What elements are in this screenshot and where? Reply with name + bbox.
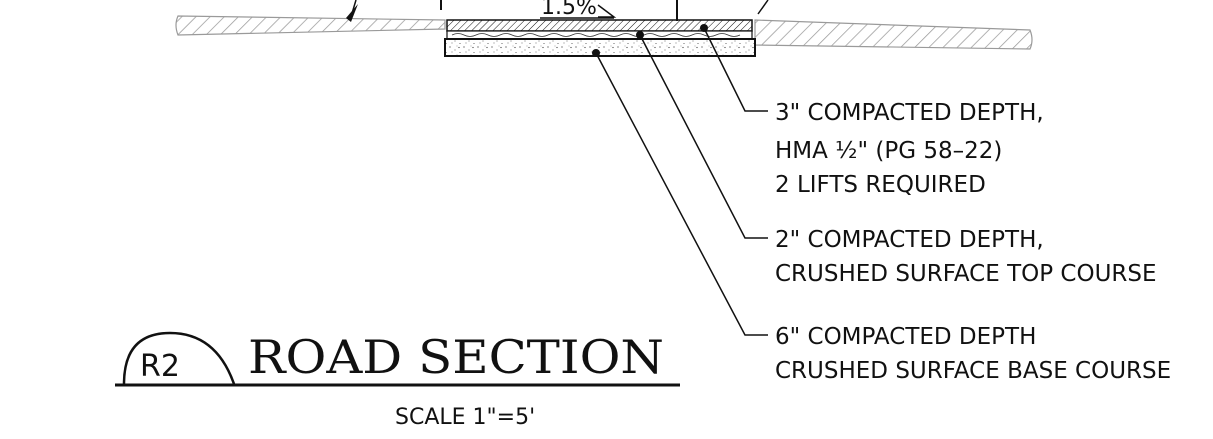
existing-ground-right <box>754 19 1033 50</box>
top-course-aggregate <box>451 33 741 37</box>
slope-indicator: 1.5% <box>540 0 617 20</box>
callout-base-course-line-2: CRUSHED SURFACE BASE COURSE <box>775 358 1171 384</box>
callout-hma-line-2: HMA ½" (PG 58–22) <box>775 138 1002 164</box>
callout-hma-line-3: 2 LIFTS REQUIRED <box>775 172 986 198</box>
pavement-section <box>444 19 756 57</box>
detail-tag-bubble <box>122 331 236 385</box>
callout-base-course-line-1: 6" COMPACTED DEPTH <box>775 324 1036 350</box>
callout-top-course-line-1: 2" COMPACTED DEPTH, <box>775 227 1044 253</box>
existing-ground-left <box>175 15 446 36</box>
leader-lines <box>592 24 768 336</box>
slope-label: 1.5% <box>541 0 597 20</box>
callout-hma: 3" COMPACTED DEPTH, HMA ½" (PG 58–22) 2 … <box>775 100 1044 198</box>
leader-base-course <box>595 52 768 336</box>
detail-tag: R2 <box>140 349 180 384</box>
title-block: R2 ROAD SECTION SCALE 1"=5' <box>115 330 680 430</box>
callout-top-course-line-2: CRUSHED SURFACE TOP COURSE <box>775 261 1157 287</box>
leader-top-course <box>639 34 768 239</box>
callout-hma-line-1: 3" COMPACTED DEPTH, <box>775 100 1044 126</box>
arrow-leader-right <box>757 0 769 15</box>
callout-base-course: 6" COMPACTED DEPTH CRUSHED SURFACE BASE … <box>775 324 1171 384</box>
scale-note: SCALE 1"=5' <box>395 405 535 430</box>
arrowhead-left <box>346 4 358 22</box>
drawing-title: ROAD SECTION <box>248 330 664 384</box>
callout-top-course: 2" COMPACTED DEPTH, CRUSHED SURFACE TOP … <box>775 227 1157 287</box>
base-course-layer <box>444 38 756 57</box>
leader-hma <box>703 27 768 112</box>
